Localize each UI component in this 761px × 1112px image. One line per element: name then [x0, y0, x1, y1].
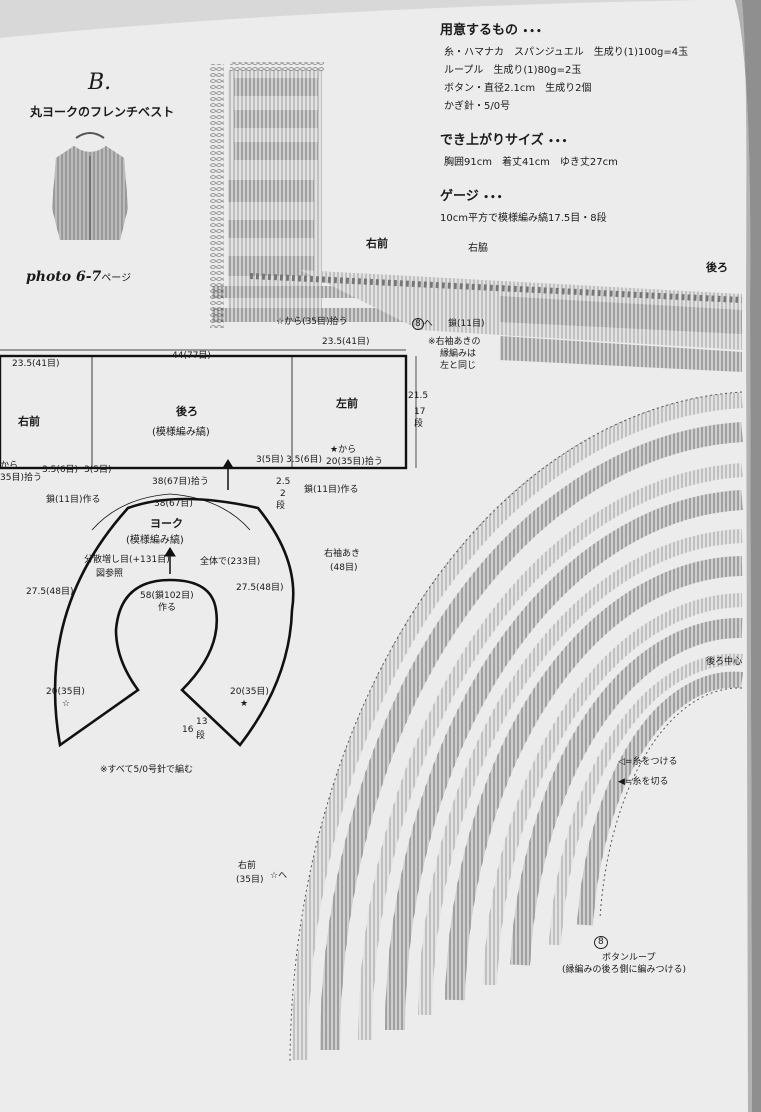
heading-dots: •••	[548, 137, 569, 147]
yoke-side-left: 27.5(48目)	[26, 587, 74, 597]
measure-35-right: 3.5(6目)	[286, 455, 323, 465]
chart-chain-11: 鎖(11目)	[448, 319, 485, 329]
increase-ref: 図参照	[96, 569, 124, 579]
back-band	[249, 270, 743, 372]
right-front-chart	[210, 62, 512, 328]
width-side-left: 23.5(41目)	[12, 359, 60, 369]
yoke-side-right: 27.5(48目)	[236, 583, 284, 593]
star-outline-icon: ☆	[62, 699, 71, 709]
depth-25: 2.5	[276, 477, 291, 487]
legend-attach: ◁=糸をつける	[618, 758, 677, 767]
chain-58-make: 作る	[158, 603, 177, 613]
star-filled-icon: ★	[240, 699, 249, 709]
photo-ref-suffix: ページ	[101, 273, 132, 284]
armhole-note-line3: 左と同じ	[440, 361, 477, 371]
schematic-diagram	[0, 349, 417, 748]
circled-8-mark: 8	[412, 318, 424, 330]
legend-cut-text: =糸を切る	[624, 777, 669, 787]
size-heading: でき上がりサイズ •••	[440, 134, 568, 147]
vest-photo	[52, 132, 128, 240]
chart-side: 右脇	[468, 243, 488, 254]
right-front-35-label: 右前	[238, 861, 257, 871]
yoke-end-left: 20(35目)	[46, 687, 85, 697]
right-front-35-count: (35目)	[236, 875, 264, 885]
circled-8-loop: 8	[594, 936, 608, 949]
filled-triangle-icon: ◀	[618, 777, 625, 787]
chain-11-right: 鎖(11目)作る	[304, 485, 359, 495]
depth-rows: 段	[276, 501, 286, 511]
hollow-triangle-icon: ◁	[618, 757, 625, 767]
schematic-left-front: 左前	[336, 397, 358, 410]
total-stitches: 全体で(233目)	[200, 557, 261, 567]
right-armhole-label: 右袖あき	[324, 549, 361, 559]
height-rows-unit: 段	[414, 419, 424, 429]
yoke-pattern: (模様編み縞)	[126, 535, 184, 546]
increase-label: 分散増し目(+131目)	[84, 555, 170, 565]
circled-8-suffix: へ	[423, 319, 433, 329]
materials-line-yarn: 糸・ハマナカ スパンジュエル 生成り(1)100g=4玉	[444, 47, 689, 58]
photo-reference: photo 6-7ページ	[26, 268, 131, 284]
chain-11-left: 鎖(11目)作る	[46, 495, 101, 505]
width-side-right: 23.5(41目)	[322, 337, 370, 347]
gauge-heading-text: ゲージ	[440, 189, 479, 204]
height-rows: 17	[414, 407, 426, 417]
depth-13: 13	[196, 717, 208, 727]
chart-back: 後ろ	[706, 261, 728, 274]
heading-dots: •••	[522, 27, 543, 37]
legend-attach-text: =糸をつける	[624, 757, 678, 767]
armhole-note-line1: ※右袖あきの	[428, 337, 481, 347]
width-back: 44(77目)	[172, 351, 211, 361]
yoke-38: 38(67目)	[154, 499, 193, 509]
right-armhole-count: (48目)	[330, 563, 358, 573]
schematic-right-front: 右前	[18, 415, 40, 428]
materials-line-button: ボタン・直径2.1cm 生成り2個	[444, 83, 592, 94]
yoke-label: ヨーク	[150, 517, 183, 530]
measure-3-left: 3(5目)	[84, 465, 112, 475]
size-heading-text: でき上がりサイズ	[440, 133, 544, 148]
photo-ref-label: photo 6-7	[26, 269, 102, 285]
pickup-38: 38(67目)拾う	[152, 477, 209, 487]
from-left-1: から	[0, 461, 19, 471]
button-loop-note: (縁編みの後ろ側に編みつける)	[562, 965, 687, 975]
materials-heading: 用意するもの •••	[440, 24, 543, 37]
gauge-heading: ゲージ •••	[440, 190, 504, 203]
button-loop-label: ボタンループ	[602, 953, 656, 963]
materials-heading-text: 用意するもの	[440, 23, 519, 38]
depth-16: 16	[182, 725, 194, 735]
chain-58: 58(鎖102目)	[140, 591, 194, 601]
heading-dots: •••	[483, 193, 504, 203]
depth-13-rows: 段	[196, 731, 206, 741]
height-value: 21.5	[408, 391, 429, 401]
pattern-title: 丸ヨークのフレンチベスト	[30, 105, 175, 119]
right-front-to-star: ☆へ	[270, 871, 288, 881]
chart-pickup-star: ☆から(35目)拾う	[276, 317, 348, 327]
schematic-back-pattern: (模様編み縞)	[152, 427, 210, 438]
size-text: 胸囲91cm 着丈41cm ゆき丈27cm	[444, 157, 618, 168]
armhole-note-line2: 縁編みは	[440, 349, 477, 359]
yoke-end-right: 20(35目)	[230, 687, 269, 697]
materials-line-loople: ループル 生成り(1)80g=2玉	[444, 65, 582, 76]
star-from: ★から	[330, 445, 357, 455]
gauge-text: 10cm平方で模様編み縞17.5目・8段	[440, 213, 607, 224]
legend-cut: ◀=糸を切る	[618, 778, 668, 787]
back-center-label: 後ろ中心	[706, 657, 743, 667]
from-left-2: 35目)拾う	[0, 473, 42, 483]
materials-line-hook: かぎ針・5/0号	[444, 101, 511, 112]
schematic-back: 後ろ	[176, 405, 198, 418]
chart-right-front: 右前	[366, 237, 388, 250]
measure-35-left: 3.5(6目)	[42, 465, 79, 475]
depth-2: 2	[280, 489, 286, 499]
pickup-20: 20(35目)拾う	[326, 457, 383, 467]
measure-3-right: 3(5目)	[256, 455, 284, 465]
pattern-letter: B.	[88, 70, 112, 95]
hook-note: ※すべて5/0号針で編む	[100, 765, 194, 775]
yoke-fan-chart	[289, 391, 743, 1063]
